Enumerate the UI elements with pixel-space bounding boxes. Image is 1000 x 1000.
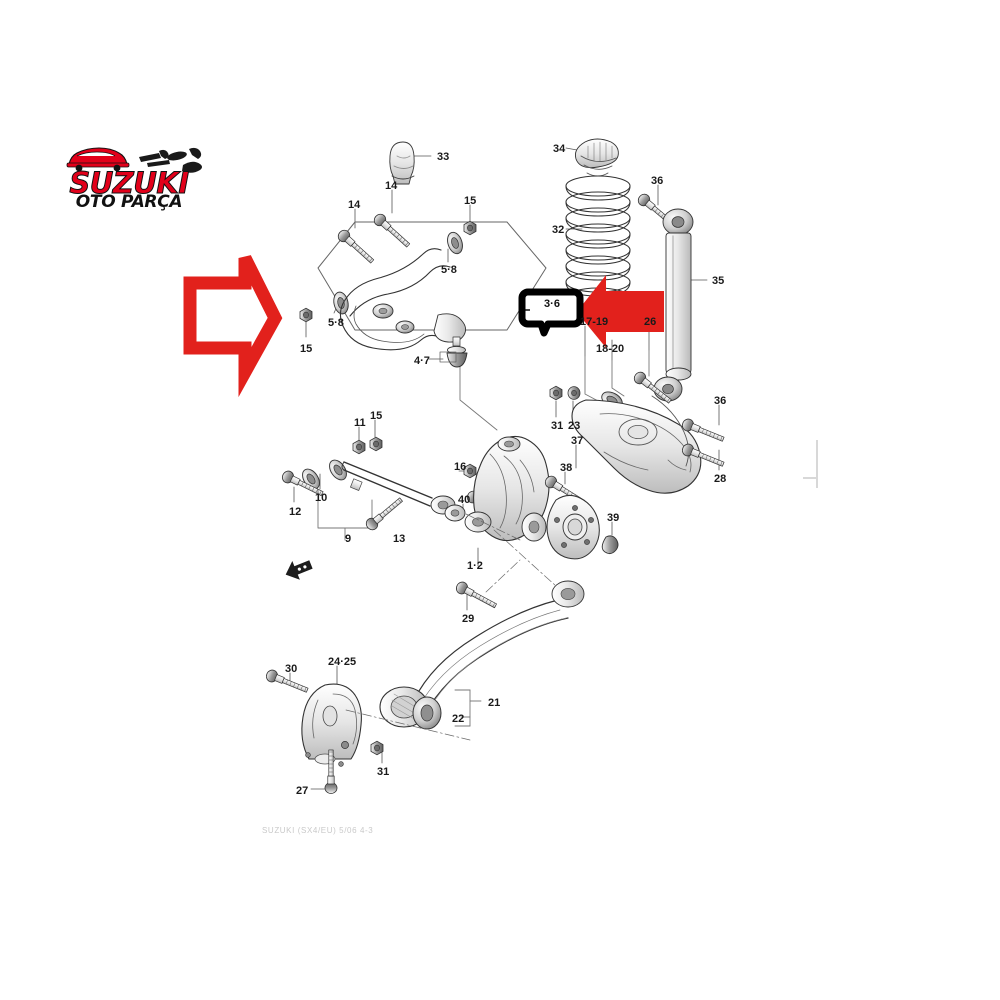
part-label-14a: 14 — [385, 180, 398, 192]
part-label-38: 38 — [560, 462, 573, 474]
part-label-30: 30 — [285, 663, 298, 675]
part-label-11: 11 — [354, 417, 366, 429]
part-label-4-7: 4·7 — [414, 355, 430, 367]
callout-label: 3·6 — [544, 298, 560, 310]
part-label-34: 34 — [553, 143, 566, 155]
part-label-18-20: 18-20 — [596, 343, 625, 355]
part-label-35: 35 — [712, 275, 725, 287]
part-label-29: 29 — [462, 613, 475, 625]
part-label-26: 26 — [644, 316, 657, 328]
part-label-36a: 36 — [651, 175, 664, 187]
part-label-16: 16 — [454, 461, 467, 473]
part-label-21: 21 — [488, 697, 501, 709]
part-label-39: 39 — [607, 512, 620, 524]
logo-brand-text: SUZUKI — [69, 166, 190, 200]
part-label-37: 37 — [571, 435, 584, 447]
part-label-36b: 36 — [714, 395, 727, 407]
part-label-22: 22 — [452, 713, 465, 725]
part-label-9: 9 — [345, 533, 352, 545]
part-label-23: 23 — [568, 420, 581, 432]
part-label-15b: 15 — [300, 343, 313, 355]
logo-subtitle-text: OTO PARÇA — [75, 192, 183, 212]
logo-car-and-tools-graphic — [66, 147, 202, 173]
part-label-33: 33 — [437, 151, 450, 163]
part-label-14b: 14 — [348, 199, 361, 211]
red-arrow-left-annotation — [576, 275, 664, 348]
part-label-17-19: 17-19 — [580, 316, 609, 328]
part-label-15a: 15 — [464, 195, 477, 207]
red-arrow-right-annotation — [183, 255, 283, 398]
part-label-40: 40 — [458, 494, 471, 506]
callout-3-6: 3·6 — [524, 289, 580, 325]
suzuki-oto-parca-logo: SUZUKI OTO PARÇA — [55, 143, 203, 215]
document-bottom-code: SUZUKI (SX4/EU) 5/06 4-3 — [262, 826, 374, 835]
part-label-31a: 31 — [551, 420, 564, 432]
part-label-28: 28 — [714, 473, 727, 485]
part-label-5-8b: 5·8 — [328, 317, 344, 329]
part-label-24-25: 24·25 — [328, 656, 357, 668]
part-label-27: 27 — [296, 785, 309, 797]
callout-bubble-shape — [518, 288, 584, 337]
part-label-1-2a: 1·2 — [467, 560, 483, 572]
registration-mark-horizontal — [803, 477, 817, 479]
part-label-31b: 31 — [377, 766, 390, 778]
part-label-13: 13 — [393, 533, 406, 545]
registration-mark-vertical — [816, 440, 818, 488]
part-label-32: 32 — [552, 224, 565, 236]
part-label-15c: 15 — [370, 410, 383, 422]
vehicle-front-direction-arrow — [285, 560, 313, 580]
part-label-10: 10 — [315, 492, 328, 504]
part-label-12: 12 — [289, 506, 302, 518]
part-label-5-8a: 5·8 — [441, 264, 457, 276]
